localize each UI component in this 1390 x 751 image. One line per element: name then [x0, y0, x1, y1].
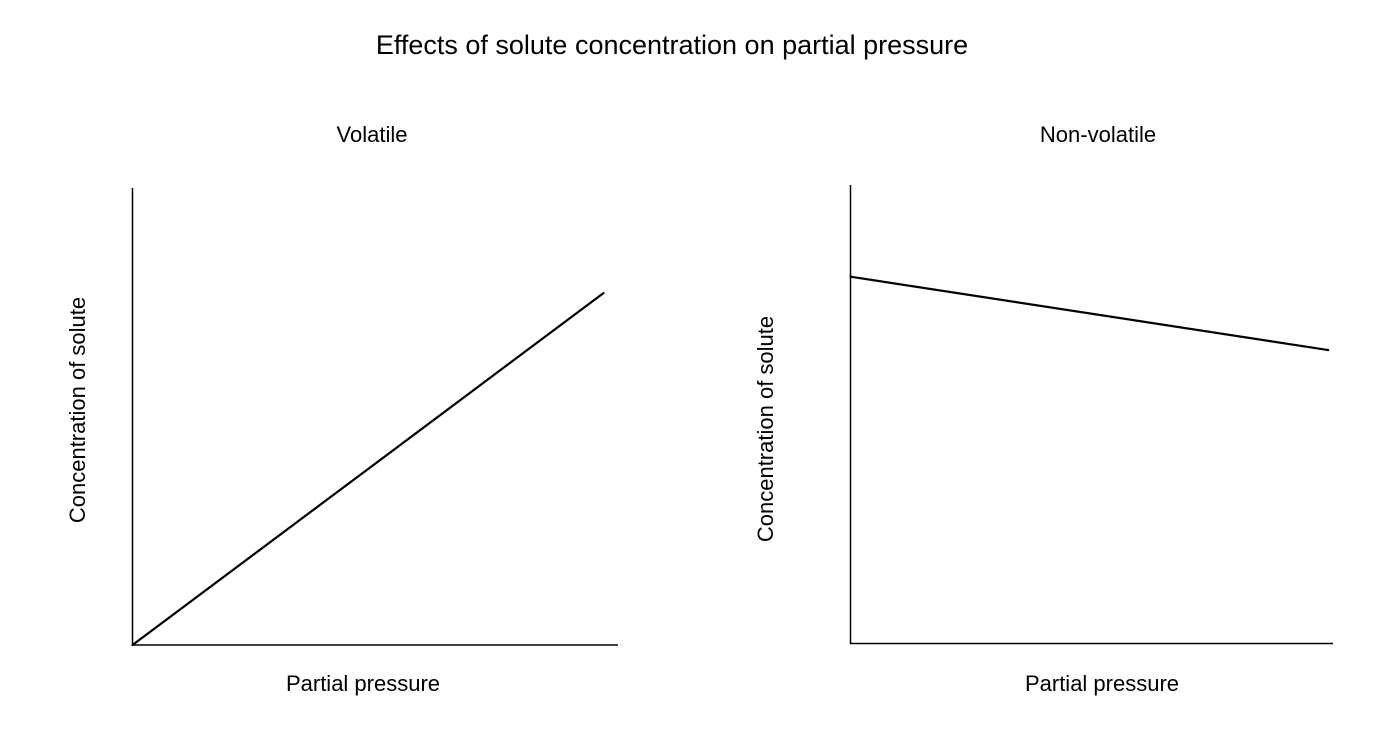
panel-title-volatile: Volatile	[336, 122, 408, 147]
x-axis-label-non-volatile: Partial pressure	[1024, 671, 1180, 696]
non-volatile-plot	[849, 185, 1333, 645]
volatile-plot	[131, 188, 618, 647]
series-line	[131, 292, 605, 647]
panel-title-non-volatile: Non-volatile	[1039, 122, 1157, 147]
figure-title: Effects of solute concentration on parti…	[375, 30, 969, 60]
x-axis-label-volatile: Partial pressure	[285, 671, 441, 696]
series-line	[849, 275, 1330, 352]
